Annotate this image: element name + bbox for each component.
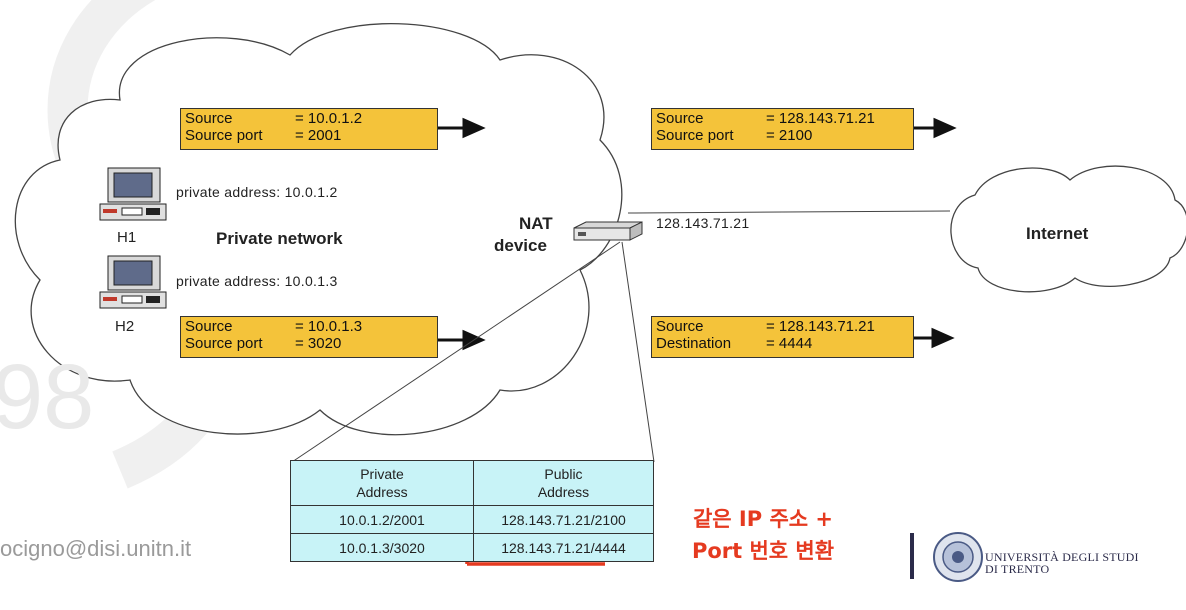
university-name: UNIVERSITÀ DEGLI STUDI DI TRENTO bbox=[985, 551, 1139, 575]
packet-port-label: Source port bbox=[185, 127, 263, 144]
header-private-line2: Address bbox=[356, 484, 408, 500]
internet-label: Internet bbox=[1026, 224, 1089, 243]
nat-router-icon bbox=[573, 221, 643, 241]
annotation-line1: 같은 IP 주소 + bbox=[692, 507, 833, 531]
h2-address: private address: 10.0.1.3 bbox=[176, 273, 338, 289]
packet-source-label: Source bbox=[185, 110, 233, 127]
packet-source-label: Source bbox=[185, 318, 233, 335]
packet-port-label: Source port bbox=[185, 335, 263, 352]
table-row: 10.0.1.3/3020 128.143.71.21/4444 bbox=[290, 533, 654, 562]
university-seal-icon bbox=[933, 532, 983, 582]
nat-device-label-line1: NAT bbox=[519, 214, 553, 233]
packet-port-value: = 3020 bbox=[295, 335, 342, 352]
packet-public-out-2: Source = 128.143.71.21 Destination = 4444 bbox=[651, 316, 914, 358]
nat-public-ip: 128.143.71.21 bbox=[656, 215, 750, 231]
nat-device-label-line2: device bbox=[494, 236, 547, 255]
watermark-number: 98 bbox=[0, 346, 95, 448]
packet-port-value: = 2001 bbox=[295, 127, 342, 144]
arrows bbox=[438, 117, 957, 351]
table-callout-lines bbox=[291, 241, 655, 463]
packet-port-label: Source port bbox=[656, 127, 734, 144]
university-name-line1: UNIVERSITÀ DEGLI STUDI bbox=[985, 550, 1139, 564]
private-address-cell: 10.0.1.2/2001 bbox=[290, 505, 474, 534]
private-network-label: Private network bbox=[216, 229, 343, 248]
packet-source-value: = 128.143.71.21 bbox=[766, 318, 875, 335]
packet-public-out-1: Source = 128.143.71.21 Source port = 2100 bbox=[651, 108, 914, 150]
packet-destination-label: Destination bbox=[656, 335, 732, 352]
footer-divider bbox=[910, 533, 914, 579]
h2-label: H2 bbox=[115, 318, 135, 335]
translation-annotation: 같은 IP 주소 + Port 번호 변환 bbox=[668, 503, 858, 567]
header-public-line2: Address bbox=[537, 484, 590, 500]
packet-source-label: Source bbox=[656, 318, 704, 335]
internet-cloud bbox=[950, 165, 1186, 293]
computer-icon-h1 bbox=[99, 167, 167, 221]
packet-port-value: = 2100 bbox=[766, 127, 813, 144]
nat-internet-link bbox=[627, 210, 951, 214]
packet-h1-out: Source = 10.0.1.2 Source port = 2001 bbox=[180, 108, 438, 150]
packet-source-value: = 10.0.1.2 bbox=[295, 110, 363, 127]
packet-source-value: = 10.0.1.3 bbox=[295, 318, 363, 335]
h1-label: H1 bbox=[117, 229, 137, 246]
h1-address: private address: 10.0.1.2 bbox=[176, 184, 338, 200]
computer-icon-h2 bbox=[99, 255, 167, 309]
table-row: 10.0.1.2/2001 128.143.71.21/2100 bbox=[290, 505, 654, 534]
packet-destination-value: = 4444 bbox=[766, 335, 813, 352]
footer-email: ocigno@disi.unitn.it bbox=[0, 536, 192, 561]
public-address-cell: 128.143.71.21/4444 bbox=[473, 533, 654, 562]
packet-source-value: = 128.143.71.21 bbox=[766, 110, 875, 127]
annotation-line2: Port 번호 변환 bbox=[691, 539, 835, 563]
university-name-line2: DI TRENTO bbox=[985, 562, 1050, 576]
header-private-line1: Private bbox=[360, 466, 404, 482]
packet-source-label: Source bbox=[656, 110, 704, 127]
private-address-cell: 10.0.1.3/3020 bbox=[290, 533, 474, 562]
header-public-line1: Public bbox=[544, 466, 583, 482]
packet-h2-out: Source = 10.0.1.3 Source port = 3020 bbox=[180, 316, 438, 358]
public-address-cell: 128.143.71.21/2100 bbox=[473, 505, 654, 534]
